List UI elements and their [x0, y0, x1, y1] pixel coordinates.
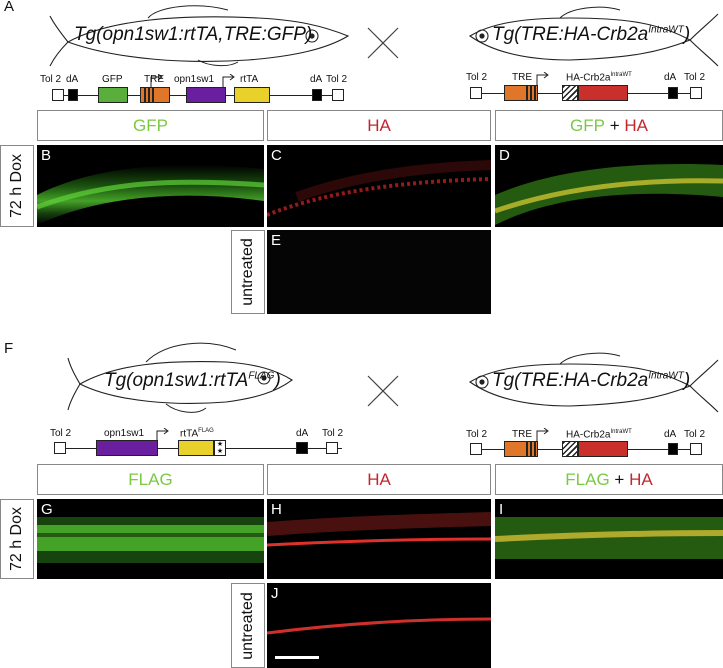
- row-label-72h-dox-top: 72 h Dox: [0, 145, 34, 227]
- header-ha: HA: [267, 110, 491, 141]
- label-tol2: Tol 2: [326, 74, 348, 85]
- row-label-text: 72 h Dox: [8, 506, 26, 572]
- header-text: FLAG: [128, 469, 173, 489]
- panel-label-d: D: [499, 147, 510, 164]
- label-gfp: GFP: [102, 74, 123, 85]
- panel-label-h: H: [271, 501, 282, 518]
- label-ha-crb2a: HA-Crb2aIntraWT: [566, 429, 632, 440]
- intrawt-sup: IntraWT: [610, 72, 632, 78]
- row-label-untreated-top: untreated: [231, 230, 265, 314]
- panel-label-b: B: [41, 147, 52, 164]
- panel-label-c: C: [271, 147, 282, 164]
- panel-label-a: A: [4, 0, 15, 15]
- header-flag-ha: FLAG + HA: [495, 464, 723, 495]
- header-text: HA: [367, 469, 391, 489]
- label-tol2: Tol 2: [684, 72, 706, 83]
- panel-label-j: J: [271, 585, 279, 602]
- transgene-main: Tg(TRE:HA-Crb2a: [492, 370, 649, 391]
- header-text: GFP: [133, 115, 168, 135]
- label-tre: TRE: [512, 72, 532, 83]
- transgene-main: Tg(opn1sw1:rtTA: [104, 370, 249, 391]
- transgene-label-bottom-left: Tg(opn1sw1:rtTAFLAG): [104, 370, 281, 392]
- cross-symbol-bottom: [367, 375, 399, 407]
- label-da: dA: [296, 428, 309, 439]
- label-da: dA: [66, 74, 79, 85]
- zebrafish-outline-left-top: [49, 5, 350, 67]
- label-rtta-flag: rtTAFLAG: [180, 428, 214, 439]
- micrograph-j: J: [267, 583, 491, 668]
- label-tol2: Tol 2: [40, 74, 62, 85]
- label-da: dA: [664, 72, 677, 83]
- transgene-label-bottom-right: Tg(TRE:HA-Crb2aIntraWT): [492, 370, 690, 392]
- row-label-text: untreated: [239, 238, 257, 306]
- label-tol2: Tol 2: [322, 428, 344, 439]
- transgene-sup: IntraWT: [648, 24, 684, 36]
- transgene-end: ): [683, 370, 691, 391]
- flag-sup: FLAG: [198, 428, 214, 434]
- transgene-main: Tg(TRE:HA-Crb2a: [492, 24, 649, 45]
- transgene-label-top-right: Tg(TRE:HA-Crb2aIntraWT): [492, 24, 690, 46]
- zebrafish-outline-right-bottom: [468, 352, 719, 413]
- header-plus: +: [604, 115, 625, 135]
- label-tol2: Tol 2: [50, 428, 72, 439]
- header-gfp: GFP: [37, 110, 264, 141]
- rtta-text: rtTA: [180, 428, 199, 440]
- panel-label-f: F: [4, 340, 14, 357]
- zebrafish-outline-left-bottom: [67, 342, 293, 413]
- row-label-text: untreated: [239, 591, 257, 660]
- scale-bar: [275, 656, 319, 659]
- panel-label-e: E: [271, 232, 282, 249]
- label-tre: TRE: [144, 74, 164, 85]
- row-label-text: 72 h Dox: [8, 153, 26, 219]
- label-da: dA: [310, 74, 323, 85]
- micrograph-g: G: [37, 499, 264, 579]
- panel-label-g: G: [41, 501, 53, 518]
- header-text: HA: [367, 115, 391, 135]
- micrograph-i: I: [495, 499, 723, 579]
- micrograph-b: B: [37, 145, 264, 227]
- label-tre: TRE: [512, 429, 532, 440]
- ha-crb2a-text: HA-Crb2a: [566, 429, 611, 441]
- label-da: dA: [664, 429, 677, 440]
- transgene-end: ): [274, 370, 281, 391]
- micrograph-d: D: [495, 145, 723, 227]
- cross-symbol-top: [367, 27, 399, 59]
- header-text-b: HA: [629, 469, 653, 489]
- micrograph-c: C: [267, 145, 491, 227]
- micrograph-e: E: [267, 230, 491, 314]
- header-text-b: HA: [624, 115, 648, 135]
- micrograph-h: H: [267, 499, 491, 579]
- transgene-label-top-left: Tg(opn1sw1:rtTA,TRE:GFP): [74, 24, 313, 45]
- header-flag: FLAG: [37, 464, 264, 495]
- label-tol2: Tol 2: [466, 72, 488, 83]
- row-label-72h-dox-bottom: 72 h Dox: [0, 499, 34, 579]
- panel-label-i: I: [499, 501, 504, 518]
- header-ha: HA: [267, 464, 491, 495]
- label-tol2: Tol 2: [466, 429, 488, 440]
- label-rtta: rtTA: [240, 74, 259, 85]
- transgene-end: ): [683, 24, 691, 45]
- intrawt-sup: IntraWT: [610, 429, 632, 435]
- label-tol2: Tol 2: [684, 429, 706, 440]
- header-plus: +: [609, 469, 630, 489]
- label-opn1sw1: opn1sw1: [174, 74, 215, 85]
- header-gfp-ha: GFP + HA: [495, 110, 723, 141]
- label-ha-crb2a: HA-Crb2aIntraWT: [566, 72, 632, 83]
- row-label-untreated-bottom: untreated: [231, 583, 265, 668]
- header-text-a: FLAG: [565, 469, 610, 489]
- ha-crb2a-text: HA-Crb2a: [566, 72, 611, 84]
- transgene-sup: IntraWT: [648, 370, 684, 382]
- label-opn1sw1: opn1sw1: [104, 428, 145, 439]
- transgene-sup: FLAG: [248, 370, 275, 382]
- header-text-a: GFP: [570, 115, 605, 135]
- zebrafish-outline-right-top: [468, 6, 719, 67]
